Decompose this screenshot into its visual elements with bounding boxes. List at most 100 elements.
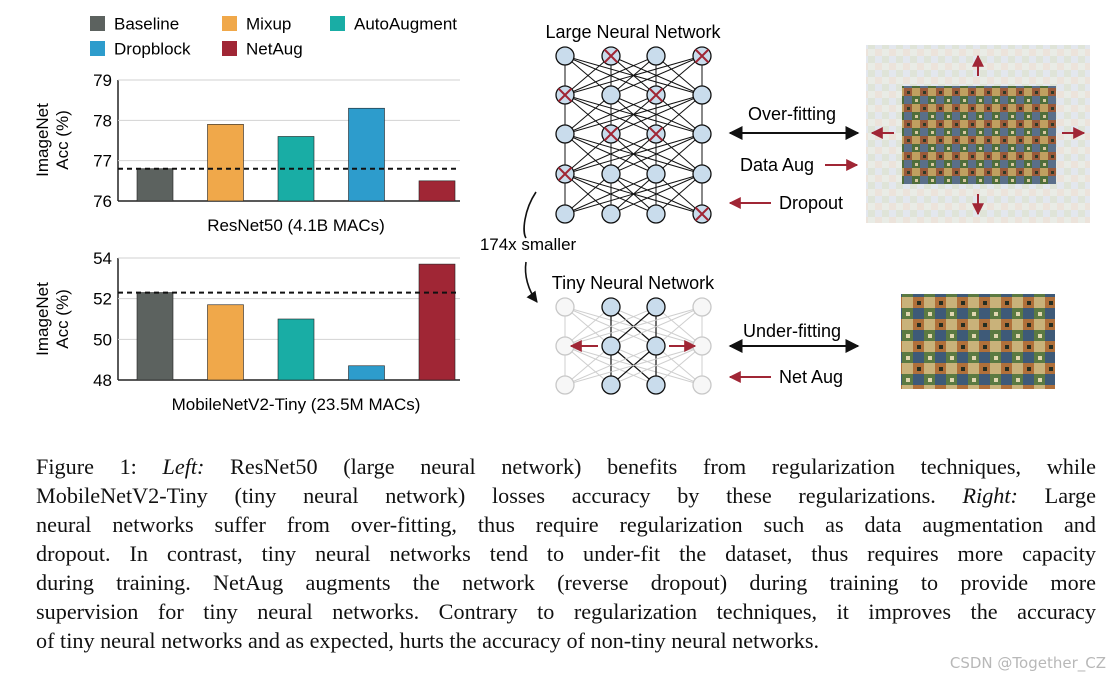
bar-baseline xyxy=(136,292,174,381)
legend-label: Dropblock xyxy=(114,40,191,59)
caption-line: of tiny neural networks and as expected,… xyxy=(36,628,820,653)
network-edge xyxy=(655,173,703,215)
network-edge xyxy=(564,55,703,96)
y-tick-label: 48 xyxy=(93,371,112,390)
network-edge xyxy=(564,133,703,175)
legend-swatch xyxy=(222,41,237,56)
neuron xyxy=(646,204,666,224)
bar-mixup xyxy=(207,124,244,202)
dropout-x-icon xyxy=(603,48,619,64)
dropout-x-icon xyxy=(694,48,710,64)
large-neural-network-diagram xyxy=(555,46,712,224)
network-edge xyxy=(564,306,703,347)
caption-line: during training. NetAug augments the net… xyxy=(36,570,1096,595)
neuron xyxy=(601,85,621,105)
y-axis-label: ImageNetAcc (%) xyxy=(33,282,72,356)
augmented-dataset-image xyxy=(866,45,1090,223)
network-edge xyxy=(610,55,703,96)
curved-arrow-icon xyxy=(524,261,538,303)
network-edge xyxy=(564,133,657,175)
legend-swatch xyxy=(330,16,345,31)
legend-label: Baseline xyxy=(114,15,179,34)
legend-swatch xyxy=(90,16,105,31)
network-edge xyxy=(655,55,703,96)
neuron xyxy=(646,336,666,356)
neuron xyxy=(601,204,621,224)
network-edge xyxy=(564,133,612,175)
dropout-label: Dropout xyxy=(779,193,843,213)
figure-caption: Figure 1: Left: ResNet50 (large neural n… xyxy=(36,452,1096,655)
curved-arrow-icon xyxy=(523,191,537,239)
over-fitting-label: Over-fitting xyxy=(748,104,836,124)
bar-baseline xyxy=(136,168,174,202)
neuron xyxy=(601,164,621,184)
dropout-x-icon xyxy=(648,126,664,142)
dropout-x-icon xyxy=(557,166,573,182)
caption-line: MobileNetV2-Tiny (tiny neural network) l… xyxy=(36,483,1096,508)
network-edge xyxy=(564,345,657,386)
neuron xyxy=(601,375,621,395)
chart-bars xyxy=(136,107,456,202)
network-edge xyxy=(610,345,703,386)
neuron xyxy=(555,297,575,317)
network-edge xyxy=(610,173,703,215)
watermark: CSDN @Together_CZ xyxy=(949,654,1106,672)
neuron xyxy=(646,375,666,395)
bar-dropblock xyxy=(348,365,385,381)
caption-line: Figure 1: Left: ResNet50 (large neural n… xyxy=(36,454,1097,479)
neuron xyxy=(555,46,575,66)
data-aug-label: Data Aug xyxy=(740,155,814,175)
caption-line: neural networks suffer from over-fitting… xyxy=(36,512,1096,537)
x-axis-label: MobileNetV2-Tiny (23.5M MACs) xyxy=(172,395,421,414)
under-fitting-label: Under-fitting xyxy=(743,321,841,341)
chart-bars xyxy=(136,263,456,381)
network-edge xyxy=(564,173,703,215)
network-edge xyxy=(564,94,612,135)
network-edge xyxy=(655,306,703,347)
neuron xyxy=(692,164,712,184)
bar-dropblock xyxy=(348,107,385,202)
neuron xyxy=(692,375,712,395)
neuron xyxy=(555,124,575,144)
network-edge xyxy=(610,306,703,347)
size-ratio-label: 174x smaller xyxy=(480,235,577,254)
large-network-title: Large Neural Network xyxy=(545,22,721,42)
y-tick-label: 77 xyxy=(93,152,112,171)
bar-netaug xyxy=(418,263,456,381)
legend-swatch xyxy=(90,41,105,56)
caption-line: dropout. In contrast, tiny neural networ… xyxy=(36,541,1096,566)
dropout-x-icon xyxy=(694,206,710,222)
legend-label: NetAug xyxy=(246,40,303,59)
neuron xyxy=(692,85,712,105)
network-edge xyxy=(610,133,703,175)
legend-label: AutoAugment xyxy=(354,15,457,34)
network-edge xyxy=(564,55,657,96)
network-edge xyxy=(564,55,612,96)
neuron xyxy=(692,297,712,317)
x-axis-label: ResNet50 (4.1B MACs) xyxy=(207,216,385,235)
bar-netaug xyxy=(418,180,456,202)
neuron xyxy=(646,164,666,184)
y-tick-label: 52 xyxy=(93,290,112,309)
network-edge xyxy=(610,94,703,135)
network-edge xyxy=(655,133,703,175)
network-edge xyxy=(564,345,612,386)
network-edge xyxy=(564,173,612,215)
neuron xyxy=(646,297,666,317)
net-aug-label: Net Aug xyxy=(779,367,843,387)
network-edge xyxy=(564,306,657,347)
neuron xyxy=(646,46,666,66)
neuron xyxy=(601,297,621,317)
neuron xyxy=(555,204,575,224)
bar-autoaugment xyxy=(277,318,315,381)
network-edge xyxy=(564,94,657,135)
y-tick-label: 76 xyxy=(93,192,112,211)
network-edge xyxy=(564,173,657,215)
dropout-x-icon xyxy=(603,126,619,142)
network-edge xyxy=(564,345,703,386)
tiny-neural-network-diagram xyxy=(555,297,712,395)
